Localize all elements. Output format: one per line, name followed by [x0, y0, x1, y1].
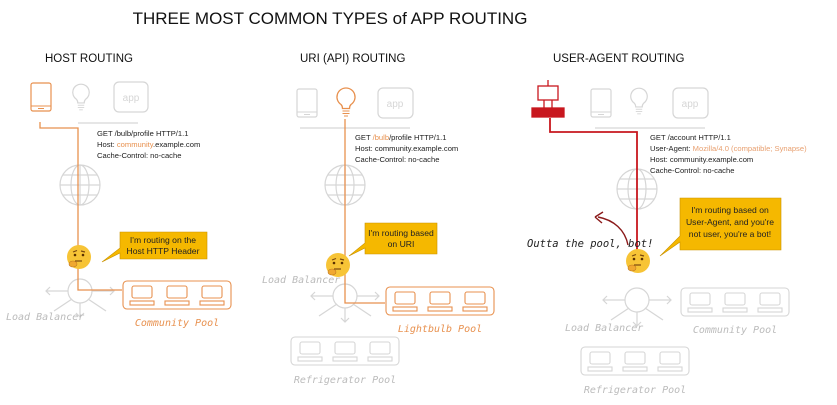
- request-host: Host: community.example.com: [97, 140, 200, 149]
- pool-label: Refrigerator Pool: [294, 375, 396, 386]
- request-text: GET /bulb/profile HTTP/1.1 Host: communi…: [355, 133, 458, 164]
- request-user-agent: User-Agent: Mozilla/4.0 (compatible; Syn…: [650, 144, 807, 153]
- app-icon-label: app: [682, 99, 699, 110]
- server-pool-icon: [580, 346, 690, 376]
- globe-icon: [59, 164, 101, 206]
- server-pool-icon: [122, 280, 232, 310]
- thinking-emoji-icon: [325, 252, 351, 278]
- lightbulb-icon: [72, 83, 90, 111]
- request-path: [344, 119, 385, 304]
- panel-user-agent-routing: USER-AGENT ROUTING app GET /account HTTP…: [527, 53, 807, 396]
- speech-bubble: I'm routing on the Host HTTP Header: [101, 231, 208, 263]
- bot-icon: [531, 80, 565, 118]
- request-path: [549, 118, 638, 250]
- request-line: GET /account HTTP/1.1: [650, 133, 731, 142]
- pool-label: Refrigerator Pool: [584, 385, 686, 396]
- load-balancer-label: Load Balancer: [6, 312, 84, 323]
- request-cache: Cache-Control: no-cache: [97, 151, 181, 160]
- pool-label: Lightbulb Pool: [398, 324, 482, 335]
- request-cache: Cache-Control: no-cache: [650, 166, 734, 175]
- bot-rejection-label: Outta the pool, bot!: [527, 238, 653, 250]
- load-balancer-label: Load Balancer: [565, 323, 643, 334]
- bubble-line: I'm routing based: [368, 228, 434, 238]
- app-icon-label: app: [387, 99, 404, 110]
- request-path: [39, 122, 122, 291]
- lightbulb-icon: [336, 87, 356, 117]
- load-balancer-label: Load Balancer: [262, 275, 340, 286]
- bubble-line: I'm routing based on: [691, 205, 769, 215]
- request-text: GET /account HTTP/1.1 User-Agent: Mozill…: [650, 133, 807, 175]
- request-host: Host: community.example.com: [650, 155, 753, 164]
- request-text: GET /bulb/profile HTTP/1.1 Host: communi…: [97, 129, 200, 160]
- speech-bubble: I'm routing based on User-Agent, and you…: [659, 197, 782, 257]
- phone-icon: [296, 88, 318, 118]
- app-icon: app: [672, 87, 709, 119]
- server-pool-icon: [385, 286, 495, 316]
- bubble-line: Host HTTP Header: [127, 246, 200, 256]
- panel-heading: URI (API) ROUTING: [300, 53, 405, 65]
- panel-heading: HOST ROUTING: [45, 53, 133, 65]
- bubble-line: User-Agent, and you're: [686, 217, 774, 227]
- pool-label: Community Pool: [693, 325, 777, 336]
- app-icon-label: app: [123, 93, 140, 104]
- request-line: GET /bulb/profile HTTP/1.1: [97, 129, 188, 138]
- app-icon: app: [377, 87, 414, 119]
- diagram-title: THREE MOST COMMON TYPES of APP ROUTING: [133, 9, 528, 28]
- bubble-line: on URI: [388, 239, 415, 249]
- request-host: Host: community.example.com: [355, 144, 458, 153]
- lightbulb-icon: [630, 87, 648, 115]
- thinking-emoji-icon: [66, 244, 92, 270]
- server-pool-icon: [680, 287, 790, 317]
- panel-host-routing: HOST ROUTING app GET /bulb/profile HTTP/…: [6, 53, 232, 329]
- phone-icon: [30, 82, 52, 112]
- bubble-line: I'm routing on the: [130, 235, 196, 245]
- phone-icon: [590, 88, 612, 118]
- request-line: GET /bulb/profile HTTP/1.1: [355, 133, 446, 142]
- app-icon: app: [113, 81, 149, 113]
- request-cache: Cache-Control: no-cache: [355, 155, 439, 164]
- load-balancer-icon: [602, 287, 672, 327]
- speech-bubble: I'm routing based on URI: [348, 222, 438, 257]
- pool-label: Community Pool: [135, 318, 219, 329]
- panel-uri-routing: URI (API) ROUTING app GET /bulb/profile …: [262, 53, 495, 386]
- panel-heading: USER-AGENT ROUTING: [553, 53, 684, 65]
- bubble-line: not user, you're a bot!: [689, 229, 771, 239]
- curved-arrow-icon: [597, 216, 629, 246]
- server-pool-icon: [290, 336, 400, 366]
- thinking-emoji-icon: [625, 248, 651, 274]
